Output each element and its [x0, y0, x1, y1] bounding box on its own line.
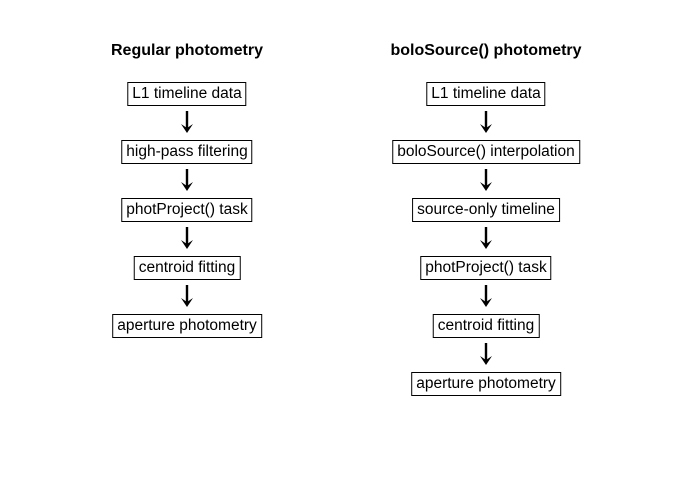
arrow-down-icon [480, 111, 492, 133]
flow-step-box: centroid fitting [133, 256, 241, 280]
arrow-down-icon [181, 169, 193, 191]
flow-step-box: L1 timeline data [127, 82, 247, 106]
flow-step-box: photProject() task [420, 256, 552, 280]
arrow-down-icon [181, 111, 193, 133]
flow-step-box: boloSource() interpolation [392, 140, 580, 164]
flow-title: boloSource() photometry [390, 42, 582, 59]
arrow-down-icon [480, 169, 492, 191]
flow-step-box: aperture photometry [112, 314, 262, 338]
arrow-down-icon [480, 227, 492, 249]
flow-step-box: source-only timeline [412, 198, 560, 222]
flow-title: Regular photometry [110, 42, 264, 59]
arrow-down-icon [480, 285, 492, 307]
flow-step-box: high-pass filtering [121, 140, 253, 164]
flow-step-box: centroid fitting [432, 314, 540, 338]
arrow-down-icon [181, 285, 193, 307]
arrow-down-icon [181, 227, 193, 249]
flow-step-box: aperture photometry [411, 372, 561, 396]
arrow-down-icon [480, 343, 492, 365]
flow-step-box: photProject() task [121, 198, 253, 222]
flow-step-box: L1 timeline data [426, 82, 546, 106]
